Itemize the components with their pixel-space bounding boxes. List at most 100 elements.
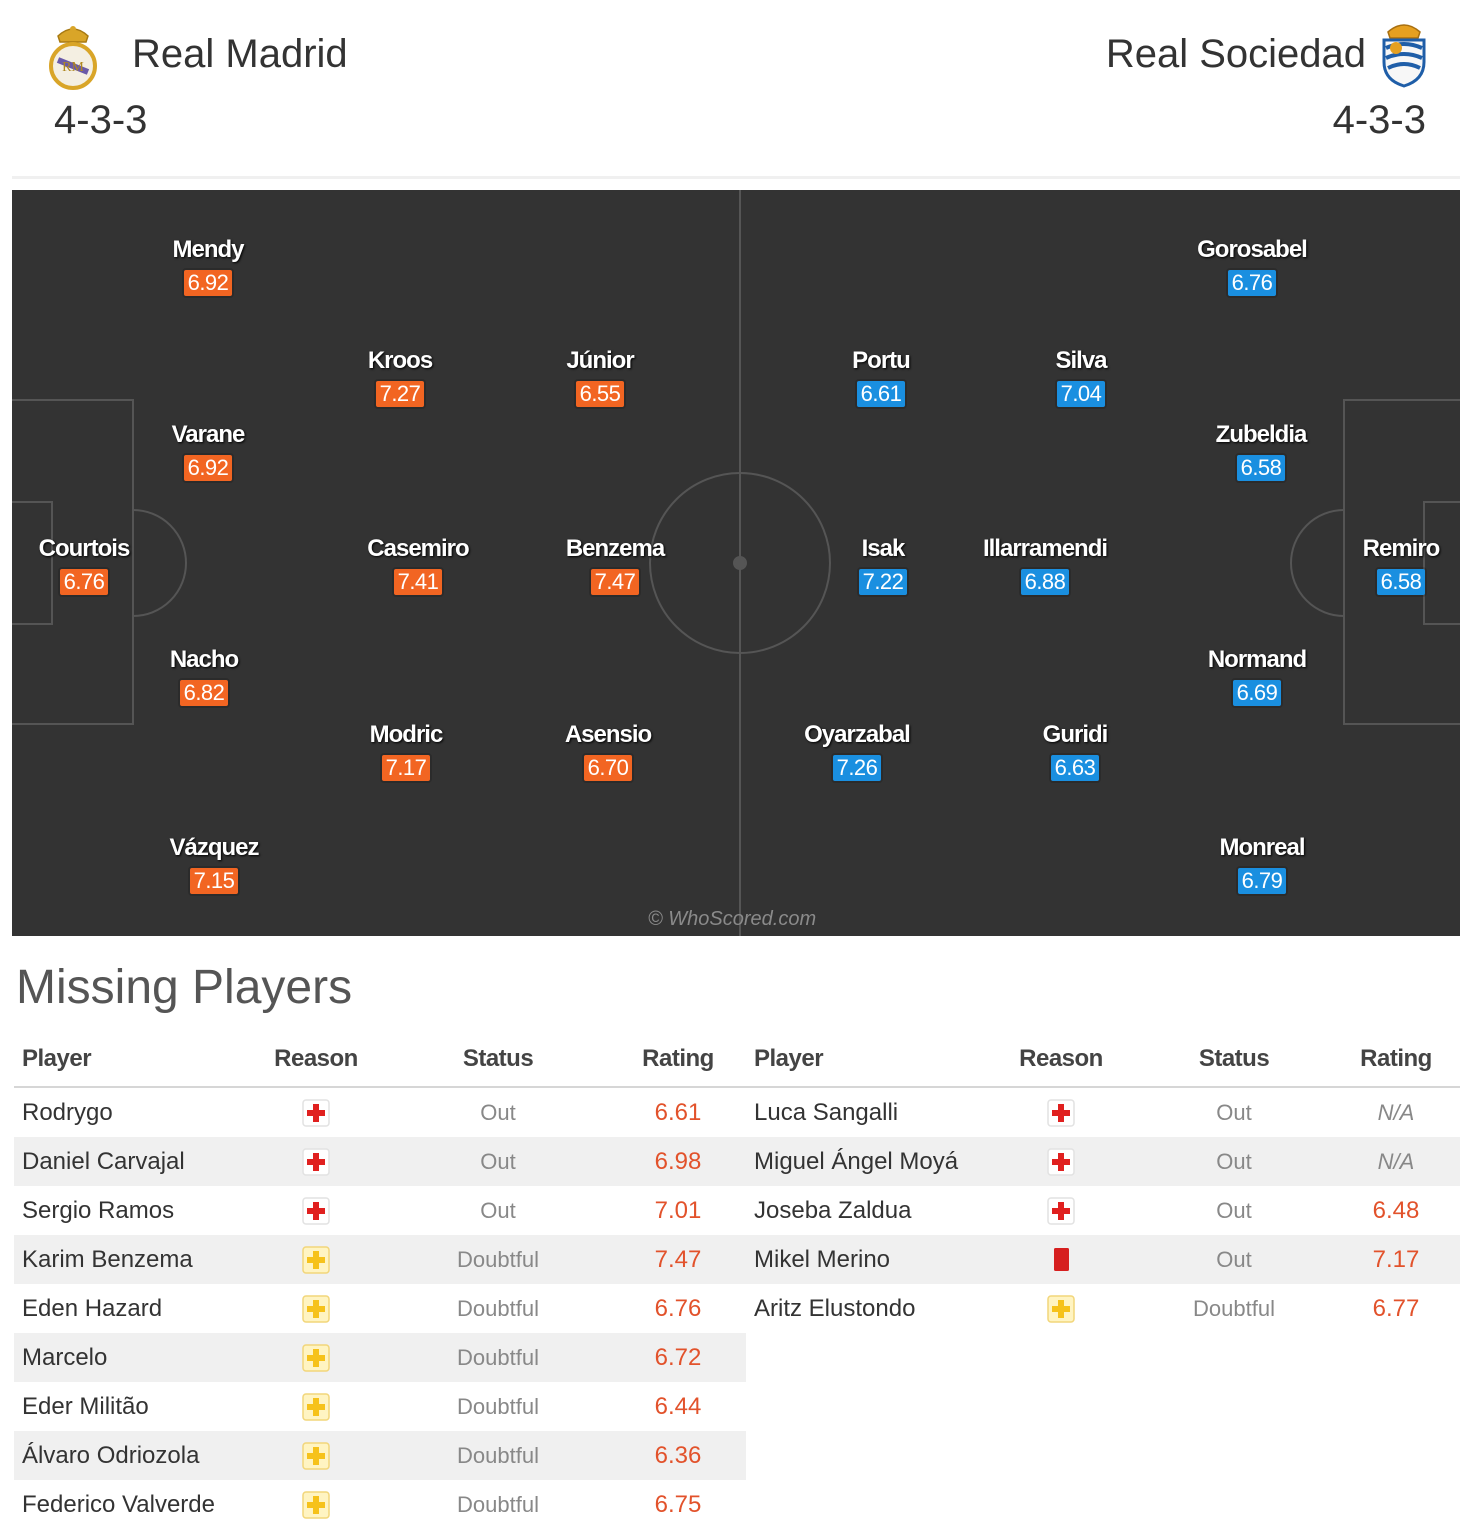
player-varane[interactable]: Varane 6.92: [138, 421, 278, 481]
missing-status: Doubtful: [457, 1295, 539, 1321]
missing-player-name[interactable]: Aritz Elustondo: [754, 1294, 916, 1322]
player-portu[interactable]: Portu 6.61: [811, 347, 951, 407]
injury-cross-icon: [1047, 1197, 1075, 1225]
missing-player-name[interactable]: Eder Militão: [22, 1392, 149, 1420]
missing-player-name[interactable]: Marcelo: [14, 1333, 246, 1382]
missing-rating: 6.77: [1372, 1294, 1420, 1322]
missing-player-name[interactable]: Eden Hazard: [22, 1294, 163, 1322]
player-gorosabel[interactable]: Gorosabel 6.76: [1182, 236, 1322, 296]
player-rating: 7.22: [858, 569, 908, 595]
column-header-reason[interactable]: Reason: [986, 1032, 1136, 1088]
player-rating: 6.69: [1232, 680, 1282, 706]
player-oyarzabal[interactable]: Oyarzabal 7.26: [787, 721, 927, 781]
player-courtois[interactable]: Courtois 6.76: [14, 535, 154, 595]
column-header-status[interactable]: Status: [1136, 1032, 1332, 1088]
player-rating: 6.58: [1236, 455, 1286, 481]
player-rating: 6.79: [1237, 868, 1287, 894]
missing-reason: [246, 1333, 386, 1382]
missing-player-name[interactable]: Joseba Zaldua: [754, 1196, 912, 1224]
player-name: Vázquez: [169, 834, 259, 861]
table-row[interactable]: Sergio Ramos Out 7.01: [14, 1186, 746, 1235]
player-benzema[interactable]: Benzema 7.47: [545, 535, 685, 595]
player-normand[interactable]: Normand 6.69: [1187, 646, 1327, 706]
missing-rating: 6.72: [610, 1333, 746, 1382]
player-name: Kroos: [367, 347, 433, 374]
player-rating: 6.55: [575, 381, 625, 407]
player-guridi[interactable]: Guridi 6.63: [1005, 721, 1145, 781]
away-team-name[interactable]: Real Sociedad: [1105, 32, 1366, 76]
player-name: Gorosabel: [1197, 236, 1308, 263]
player-rating: 6.63: [1050, 755, 1100, 781]
player-nacho[interactable]: Nacho 6.82: [134, 646, 274, 706]
player-kroos[interactable]: Kroos 7.27: [330, 347, 470, 407]
player-junior[interactable]: Júnior 6.55: [530, 347, 670, 407]
player-remiro[interactable]: Remiro 6.58: [1331, 535, 1460, 595]
player-name: Casemiro: [367, 535, 469, 562]
table-header-row: Player Reason Status Rating: [14, 1032, 746, 1088]
missing-status: Doubtful: [457, 1393, 539, 1419]
player-name: Normand: [1207, 646, 1307, 673]
pitch-lineup: Mendy 6.92 Kroos 7.27 Júnior 6.55 Varane…: [12, 190, 1460, 936]
player-zubeldia[interactable]: Zubeldia 6.58: [1191, 421, 1331, 481]
missing-reason: [246, 1382, 386, 1431]
player-rating: 7.17: [381, 755, 431, 781]
player-name: Varane: [171, 421, 246, 448]
column-header-player[interactable]: Player: [14, 1032, 246, 1088]
column-header-status[interactable]: Status: [386, 1032, 610, 1088]
missing-player-name[interactable]: Daniel Carvajal: [14, 1137, 246, 1186]
missing-player-name[interactable]: Federico Valverde: [22, 1490, 215, 1518]
player-name: Mendy: [172, 236, 244, 263]
missing-player-name[interactable]: Álvaro Odriozola: [14, 1431, 246, 1480]
player-modric[interactable]: Modric 7.17: [336, 721, 476, 781]
missing-player-name[interactable]: Karim Benzema: [14, 1235, 246, 1284]
player-name: Remiro: [1362, 535, 1441, 562]
missing-status: Out: [1216, 1197, 1252, 1223]
missing-player-name[interactable]: Miguel Ángel Moyá: [746, 1137, 986, 1186]
player-casemiro[interactable]: Casemiro 7.41: [348, 535, 488, 595]
missing-rating: 7.01: [654, 1196, 702, 1224]
player-mendy[interactable]: Mendy 6.92: [138, 236, 278, 296]
player-monreal[interactable]: Monreal 6.79: [1192, 834, 1332, 894]
player-silva[interactable]: Silva 7.04: [1011, 347, 1151, 407]
doubtful-cross-icon: [302, 1393, 330, 1421]
missing-player-name[interactable]: Luca Sangalli: [754, 1098, 899, 1126]
player-rating: 6.61: [856, 381, 906, 407]
player-name: Benzema: [565, 535, 665, 562]
column-header-rating[interactable]: Rating: [1332, 1032, 1460, 1088]
column-header-player[interactable]: Player: [746, 1032, 986, 1088]
player-illarramendi[interactable]: Illarramendi 6.88: [975, 535, 1115, 595]
missing-status: Out: [1216, 1099, 1252, 1125]
home-team-name[interactable]: Real Madrid: [132, 32, 348, 76]
missing-reason: [246, 1137, 386, 1186]
player-asensio[interactable]: Asensio 6.70: [538, 721, 678, 781]
player-vazquez[interactable]: Vázquez 7.15: [144, 834, 284, 894]
missing-player-name[interactable]: Mikel Merino: [746, 1235, 986, 1284]
column-header-rating[interactable]: Rating: [610, 1032, 746, 1088]
player-rating: 6.70: [583, 755, 633, 781]
missing-reason: [246, 1087, 386, 1137]
player-isak[interactable]: Isak 7.22: [813, 535, 953, 595]
home-formation: 4-3-3: [54, 98, 148, 142]
player-rating: 7.04: [1056, 381, 1106, 407]
missing-rating: N/A: [1332, 1137, 1460, 1186]
column-header-reason[interactable]: Reason: [246, 1032, 386, 1088]
missing-reason: [246, 1431, 386, 1480]
missing-player-name[interactable]: Rodrygo: [22, 1098, 113, 1126]
player-name: Zubeldia: [1215, 421, 1308, 448]
player-rating: 6.82: [179, 680, 229, 706]
missing-player-name[interactable]: Sergio Ramos: [22, 1196, 175, 1224]
missing-status: Out: [480, 1197, 516, 1223]
